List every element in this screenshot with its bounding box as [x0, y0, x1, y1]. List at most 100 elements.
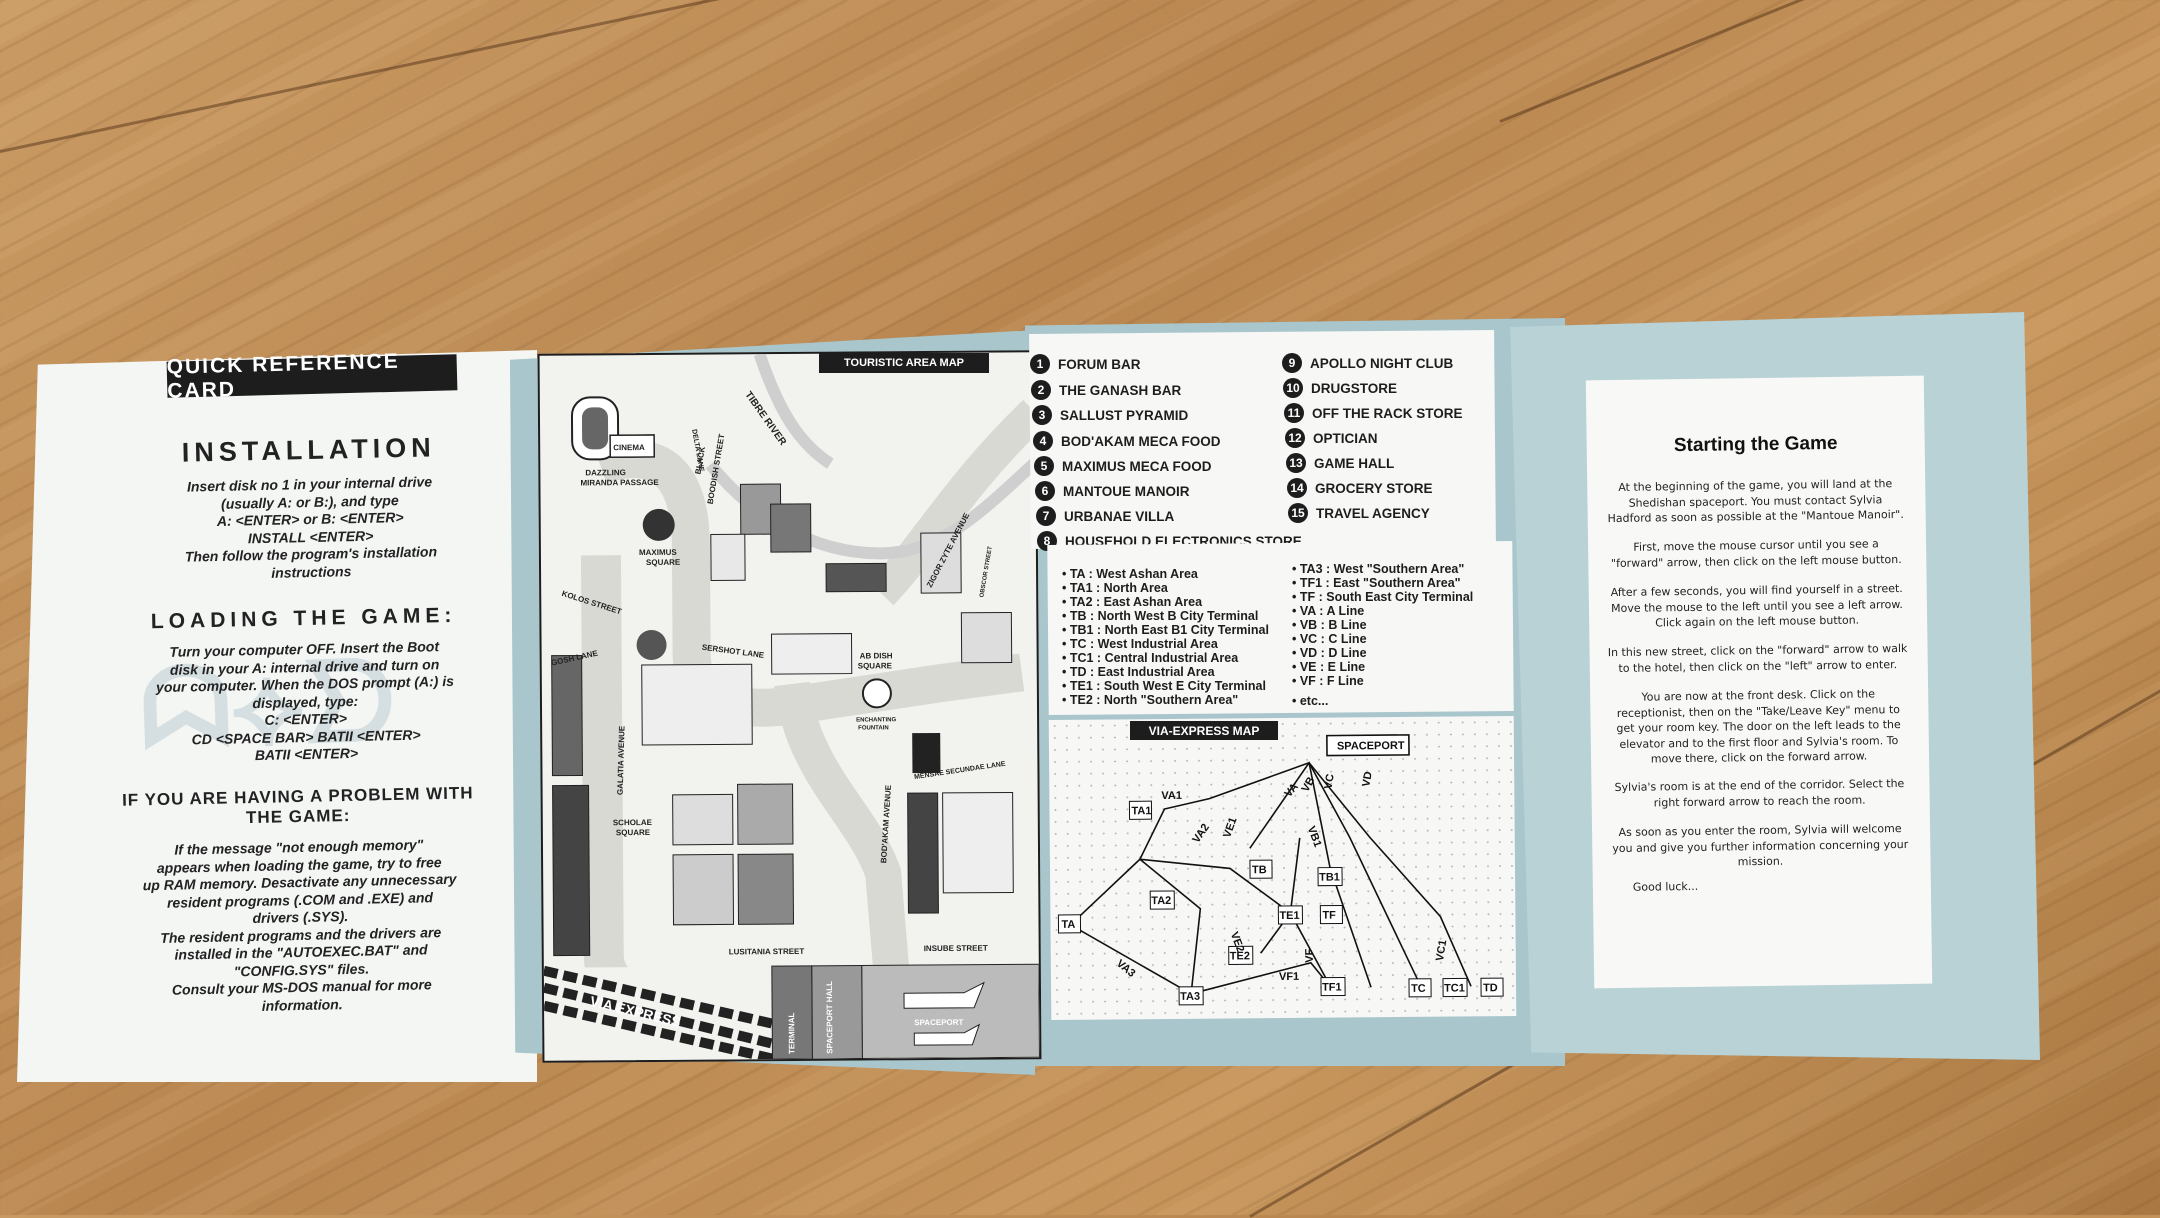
legend-item: 7 URBANAE VILLA: [1036, 506, 1174, 526]
building: [907, 792, 939, 914]
number-badge: 7: [1036, 506, 1056, 526]
maximus-square-fountain: [642, 508, 675, 541]
installation-body: Insert disk no 1 in your internal drive …: [9, 470, 611, 588]
station-te2: TE2: [1230, 950, 1250, 962]
building: [551, 654, 583, 777]
station-box: [1320, 976, 1346, 997]
number-badge: 5: [1034, 456, 1054, 476]
loading-body: Turn your computer OFF. Insert the Boot …: [4, 635, 606, 770]
legend-item: 15 TRAVEL AGENCY: [1288, 503, 1430, 523]
legend-label: FORUM BAR: [1058, 356, 1141, 372]
building: [825, 562, 887, 593]
map-label-galatia: GALATIA AVENUE: [616, 725, 627, 795]
line-segment: [1139, 858, 1332, 988]
map-label-spaceport: SPACEPORT: [914, 1018, 963, 1027]
building: [672, 853, 735, 926]
station-ta2: TA2: [1151, 895, 1171, 907]
legend-label: DRUGSTORE: [1311, 380, 1398, 396]
building: [770, 503, 812, 553]
code-line: • TC : West Industrial Area: [1062, 637, 1218, 651]
via-lines: [1069, 761, 1472, 995]
legend-label: OFF THE RACK STORE: [1312, 405, 1463, 421]
building: [737, 853, 795, 925]
legend-label: GROCERY STORE: [1315, 480, 1433, 496]
legend-label: URBANAE VILLA: [1064, 508, 1175, 524]
legend-label: SALLUST PYRAMID: [1060, 407, 1189, 423]
station-ta3: TA3: [1180, 991, 1200, 1003]
line-label-va2: VA2: [1190, 822, 1212, 846]
line-segment: [1289, 837, 1301, 914]
loading-section: LOADING THE GAME: Turn your computer OFF…: [3, 601, 606, 770]
station-box: [1408, 978, 1432, 998]
via-express-map-title: VIA-EXPRESS MAP: [1130, 721, 1278, 740]
legend-label: TRAVEL AGENCY: [1316, 505, 1430, 521]
legend-item: 5 MAXIMUS MECA FOOD: [1034, 456, 1212, 476]
code-line: • VD : D Line: [1292, 646, 1367, 660]
sheet-paragraph: You are now at the front desk. Click on …: [1616, 687, 1901, 766]
map-label-obscor: OBSCOR STREET: [979, 546, 994, 598]
code-line: • VC : C Line: [1292, 632, 1367, 646]
map-label-cinema: CINEMA: [613, 443, 645, 452]
number-badge: 15: [1288, 503, 1308, 523]
line-segment: [1069, 858, 1202, 994]
problem-section: IF YOU ARE HAVING A PROBLEM WITH THE GAM…: [0, 781, 602, 1021]
legend-label: MAXIMUS MECA FOOD: [1062, 458, 1212, 474]
building: [552, 784, 591, 957]
sheet-title: Starting the Game: [1673, 432, 1838, 457]
code-line: • VA : A Line: [1292, 604, 1365, 618]
left-panel: [17, 350, 537, 1082]
station-box: [1228, 945, 1254, 965]
legend-label: GAME HALL: [1314, 455, 1395, 471]
station-ta1: TA1: [1131, 805, 1151, 817]
building: [710, 533, 746, 582]
code-line: • TA3 : West "Southern Area": [1292, 562, 1465, 576]
number-badge: 14: [1287, 478, 1307, 498]
building: [960, 611, 1013, 664]
station-tc1: TC1: [1444, 982, 1465, 994]
stadium-field: [581, 407, 609, 450]
sheet-paragraph: In this new street, click on the "forwar…: [1607, 641, 1908, 675]
number-badge: 2: [1031, 380, 1051, 400]
map-label-ab-dish: AB DISH: [860, 651, 893, 660]
spaceship-icon: [913, 1023, 981, 1046]
line-label-vb1: VB1: [1305, 825, 1324, 849]
legend-label: MANTOUE MANOIR: [1063, 483, 1190, 499]
number-badge: 9: [1282, 353, 1302, 373]
legend-label: THE GANASH BAR: [1059, 382, 1182, 398]
line-segment: [1139, 762, 1310, 860]
code-line: • VE : E Line: [1292, 660, 1366, 674]
code-line: • TD : East Industrial Area: [1062, 665, 1215, 679]
map-label-scholae-square: SQUARE: [616, 828, 651, 837]
cinema-building: [609, 434, 656, 459]
legend-item: 2 THE GANASH BAR: [1031, 380, 1181, 400]
line-segment: [1070, 924, 1192, 995]
code-line: • TA : West Ashan Area: [1062, 567, 1198, 581]
road-path: [594, 440, 1025, 727]
spaceport-station-box: [1326, 734, 1410, 757]
station-td: TD: [1483, 982, 1498, 994]
legend-label: APOLLO NIGHT CLUB: [1310, 355, 1454, 371]
sheet-paragraph: Sylvia's room is at the end of the corri…: [1614, 776, 1905, 809]
code-line: • etc...: [1292, 694, 1329, 708]
station-box: [1319, 904, 1343, 925]
map-label-maximus: MAXIMUS: [639, 548, 678, 557]
code-line: • TA2 : East Ashan Area: [1062, 595, 1203, 609]
line-label-vd: VD: [1360, 771, 1374, 788]
installation-section: INSTALLATION Insert disk no 1 in your in…: [9, 429, 612, 588]
building: [737, 783, 794, 845]
map-label-miranda: MIRANDA PASSAGE: [580, 478, 659, 488]
quick-reference-card-title: QUICK REFERENCE CARD: [166, 350, 458, 403]
map-label-insube: INSUBE STREET: [924, 944, 988, 953]
sheet-paragraph: First, move the mouse cursor until you s…: [1610, 537, 1902, 570]
line-segment: [1190, 961, 1332, 995]
river-path: [753, 352, 834, 469]
station-box: [1317, 866, 1343, 887]
code-line: • TF : South East City Terminal: [1292, 590, 1474, 604]
map-label-dazzling: DAZZLING: [585, 468, 625, 477]
code-line: • VF : F Line: [1292, 674, 1364, 688]
building: [912, 732, 941, 774]
spaceship-icon: [903, 981, 985, 1009]
